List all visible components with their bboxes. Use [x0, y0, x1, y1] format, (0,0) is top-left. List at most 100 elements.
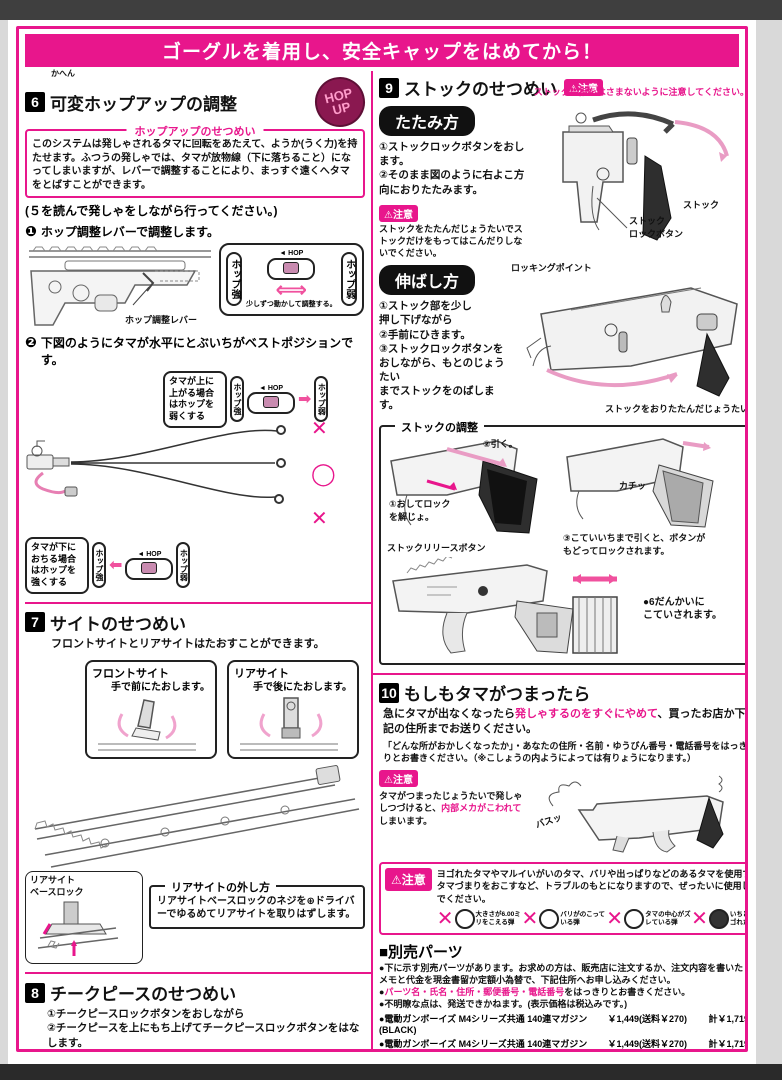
- manual-page: ゴーグルを着用し、安全キャップをはめてから！ 6 かへん 可変ホップアップの調整…: [8, 20, 756, 1064]
- bad-bb-item: ✕ バリがのこっている弾: [521, 907, 607, 930]
- hop-strong-label: ホップ強: [230, 376, 244, 423]
- section-9-title: ストックのせつめい: [404, 80, 557, 99]
- stock-adjust-illustration-2: [566, 438, 714, 528]
- left-column: 6 かへん 可変ホップアップの調整 HOP UP ホップアップのせつめい このシ…: [25, 69, 373, 1049]
- section-6-hopup: 6 かへん 可変ホップアップの調整 HOP UP ホップアップのせつめい このシ…: [25, 69, 371, 594]
- stock-release-button-label: ストックリリースボタン: [387, 543, 486, 554]
- bad-bb-item: ✕ 大きさが6.00ミリをこえる弾: [436, 907, 522, 930]
- bad-bb-item: ✕ タマの中心がズレている弾: [606, 907, 691, 930]
- adjust-right-panel: カチッ ③こていいちまで引くと、ボタンが もどってロックされます。: [563, 435, 741, 557]
- x-mark: ✕: [606, 907, 624, 930]
- adjust-left-panel: ②引く。 ①おしてロック を解じょ。 ストックリリースボタン: [387, 435, 557, 557]
- stock-adjust-title: ストックの調整: [395, 419, 484, 436]
- hop-weak-label: ホップ弱: [340, 252, 357, 307]
- hopup-explanation-box: ホップアップのせつめい このシステムは発しゃされるタマに回転をあたえて、ようか(…: [25, 123, 365, 198]
- jam-illustration-wrap: バスッ: [533, 770, 745, 856]
- photo-dark-edge-top: [0, 0, 782, 20]
- right-column: 9 ストックのせつめい ⚠注意 ストックに指をはさまないように注意してください。…: [373, 71, 748, 1050]
- section-6-title: 可変ホップアップの調整: [50, 94, 237, 114]
- base-lock-callout: リアサイト ベースロック: [25, 870, 143, 965]
- stock-fold-illustration-wrap: ストック ロックボタン ストック: [533, 102, 745, 259]
- front-sight-title: フロントサイト: [92, 667, 169, 680]
- jam-body-post: 、買ったお店か下記の住所までお送りください。: [383, 708, 746, 736]
- arrow-left-icon: ⬅: [109, 557, 123, 575]
- base-lock-label: リアサイト ベースロック: [30, 874, 84, 897]
- section-7-intro: フロントサイトとリアサイトはたおすことができます。: [51, 637, 325, 650]
- jam-body-pink: 発しゃするのをすぐにやめて: [515, 708, 658, 721]
- section-10-number: 10: [379, 682, 399, 703]
- front-sight-body: 手で前にたおします。: [111, 681, 210, 693]
- step1-text: ホップ調整レバーで調整します。: [40, 225, 219, 239]
- extend-mode-badge: 伸ばし方: [379, 265, 476, 296]
- section-6-note: (５を読んで発しゃをしながら行ってください。): [25, 204, 278, 218]
- adjust-bottom-panel: ●6だんかいに こていされます。: [387, 557, 741, 661]
- hop-weak-label: ホップ弱: [314, 376, 329, 423]
- rail-illustration: [34, 764, 360, 868]
- stock-adjust-illustration-1: [390, 440, 538, 534]
- section-8-title: チークピースのせつめい: [50, 985, 237, 1005]
- hopup-box-title: ホップアップのせつめい: [126, 123, 264, 139]
- positions-note: ●6だんかいに こていされます。: [643, 596, 722, 622]
- section-9-stock: 9 ストックのせつめい ⚠注意 ストックに指をはさまないように注意してください。…: [379, 75, 748, 666]
- page-border-frame: ゴーグルを着用し、安全キャップをはめてから！ 6 かへん 可変ホップアップの調整…: [16, 26, 748, 1052]
- section-8-number: 8: [25, 982, 45, 1003]
- hop-lever-illustration: ホップ調整レバー: [25, 243, 215, 326]
- safety-banner: ゴーグルを着用し、安全キャップをはめてから！: [25, 34, 739, 67]
- bad-bb-label: いちど使ってヨゴれた弾: [729, 911, 745, 926]
- warning-badge: ⚠注意: [379, 204, 418, 222]
- front-sight-callout: フロントサイト 手で前にたおします。: [85, 659, 217, 759]
- part-total: 計￥1,719: [708, 1014, 748, 1025]
- hop-slider-icon: [125, 557, 174, 580]
- bad-bb-label: バリがのこっている弾: [560, 911, 606, 926]
- parts-title: ■別売パーツ: [379, 943, 463, 961]
- up-case-callout: タマが上に 上がる場合 はホップを 弱くする: [163, 371, 227, 428]
- jam-body-2: 「どんな所がおかしくなったか」・あなたの住所・名前・ゆうびん番号・電話番号をはっ…: [383, 740, 748, 764]
- x-mark: ✕: [436, 907, 454, 930]
- locking-point-label: ロッキングポイント: [511, 263, 592, 274]
- jam-warn-pink: 内部メカがこわれて: [441, 803, 522, 814]
- step2-text: 下図のようにタマが水平にとぶいちがベストポジションです。: [40, 336, 354, 367]
- trajectory-diagram: タマが上に 上がる場合 はホップを 弱くする ホップ強 ◄ HOP ➡ ホップ弱: [25, 371, 365, 541]
- stock-fold-illustration: [562, 111, 729, 241]
- x-mark: ✕: [521, 907, 539, 930]
- part-row: ●電動ガンボーイズ M4シリーズ共通 140連マガジン(BLACK) ￥1,44…: [379, 1012, 748, 1035]
- folded-state-label: ストックをおりたたんだじょうたい: [604, 404, 748, 415]
- hopup-box-body: このシステムは発しゃされるタマに回転をあたえて、ようか(うく力)を持たせます。ふ…: [32, 139, 358, 191]
- hop-weak-label: ホップ弱: [176, 542, 191, 589]
- parts-bullet-2-pre: ●: [379, 986, 385, 997]
- section-7-number: 7: [25, 612, 45, 633]
- rear-sight-title: リアサイト: [234, 667, 289, 680]
- bb-warning-box: ⚠注意 ヨゴれたタマやマルイいがいのタマ、バリや出っぱりなどのあるタマを使用する…: [379, 862, 745, 935]
- click-sfx-label: カチッ: [619, 481, 647, 492]
- rear-sight-body: 手で後にたおします。: [253, 681, 352, 693]
- parts-bullet-2-pink: パーツ名・氏名・住所・郵便番号・電話番号: [384, 986, 565, 997]
- extend-step-1: ①ストック部を少し 押し下げながら: [379, 300, 472, 327]
- hop-slider-icon: [267, 258, 316, 280]
- removal-box-title: リアサイトの外し方: [165, 878, 276, 895]
- stock-adjust-box: ストックの調整: [379, 419, 745, 666]
- jam-body-pre: 急にタマが出なくなったら: [383, 708, 515, 721]
- stock-extend-illustration-wrap: ロッキングポイント: [511, 261, 748, 415]
- bad-bb-label: タマの中心がズレている弾: [645, 911, 691, 926]
- furigana-kahen: かへん: [51, 69, 75, 78]
- bb-offcenter-icon: [624, 908, 645, 929]
- removal-box-body: リアサイトベースロックのネジを⊕ドライバーでゆるめてリアサイトを取りはずします。: [157, 895, 356, 921]
- section-7-title: サイトのせつめい: [50, 614, 186, 634]
- section-10-title: もしもタマがつまったら: [404, 685, 591, 705]
- jam-illustration: [548, 775, 724, 853]
- hop-slider-box: ホップ強 ◄ HOP ⟺ 少しずつ動かして調整する。 ホップ弱: [219, 243, 364, 316]
- fold-step-1: ①ストックロックボタンをおします。: [379, 141, 525, 168]
- section-8-step1: ①チークピースロックボタンをおしながら: [47, 1008, 245, 1021]
- section-10-jam: 10 もしもタマがつまったら 急にタマが出なくなったら発しゃするのをすぐにやめて…: [379, 680, 748, 935]
- hopup-badge-icon: HOP UP: [309, 71, 371, 133]
- fold-warning-text: ストックをたたんだじょうたいでストックだけをもってはこんだりしないでください。: [379, 223, 523, 259]
- stock-extend-illustration: [526, 287, 738, 397]
- parts-section: ■別売パーツ ●下に示す別売パーツがあります。お求めの方は、販売店に注文するか、…: [379, 941, 748, 1050]
- bb-burr-icon: [539, 908, 560, 929]
- part-total: 計￥1,719: [708, 1039, 748, 1050]
- bb-oversize-icon: [454, 908, 475, 929]
- x-mark: ✕: [691, 907, 708, 930]
- section-8-step2: ②チークピースを上にもち上げてチークピースロックボタンをはなします。: [47, 1022, 360, 1049]
- section-9-number: 9: [379, 77, 399, 98]
